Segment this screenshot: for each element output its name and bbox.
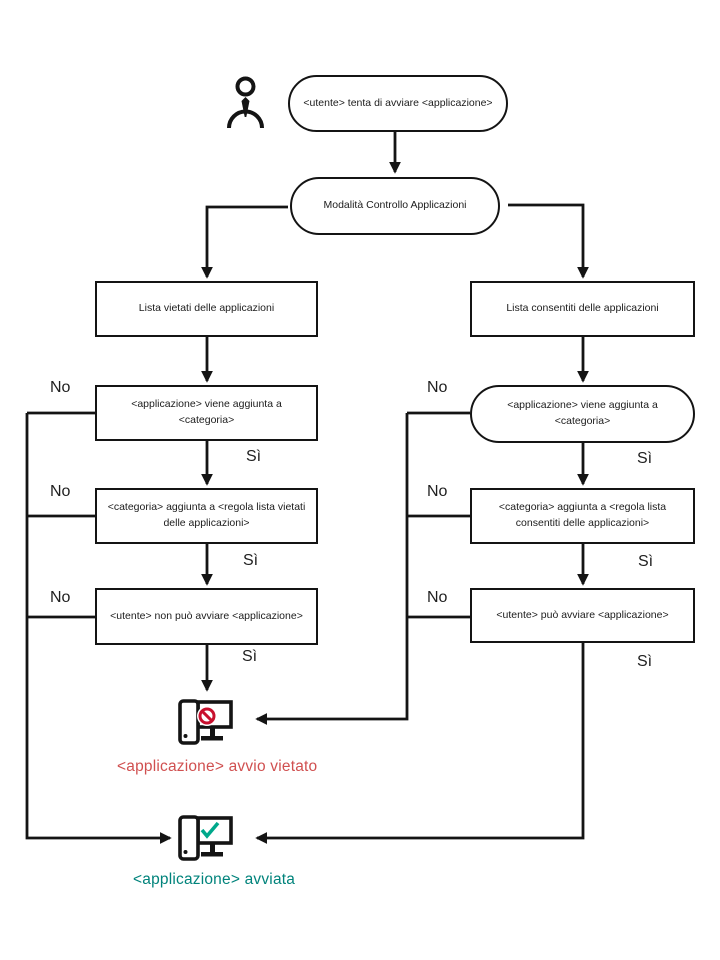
node-allowlist-user-label: <utente> può avviare <applicazione> xyxy=(496,608,669,621)
node-allowlist-category: <applicazione> viene aggiunta a <categor… xyxy=(470,385,695,443)
label-no-right-2: No xyxy=(427,483,448,500)
node-allowlist-rule-label: <categoria> aggiunta a <regola lista con… xyxy=(498,501,667,529)
label-no-right-3: No xyxy=(427,589,448,606)
node-start: <utente> tenta di avviare <applicazione> xyxy=(288,75,508,132)
node-allowlist: Lista consentiti delle applicazioni xyxy=(470,281,695,337)
label-no-left-3: No xyxy=(50,589,71,606)
node-start-label: <utente> tenta di avviare <applicazione> xyxy=(303,96,493,109)
computer-blocked-icon xyxy=(177,697,235,747)
node-allowlist-label: Lista consentiti delle applicazioni xyxy=(506,302,659,315)
node-control-mode: Modalità Controllo Applicazioni xyxy=(290,177,500,235)
arrow-mode-to-allowlist xyxy=(508,203,589,279)
node-denylist-category-label: <applicazione> viene aggiunta a <categor… xyxy=(131,398,282,426)
label-yes-left-2: Sì xyxy=(243,552,259,569)
outcome-blocked-text: <applicazione> avvio vietato xyxy=(117,758,318,775)
node-denylist: Lista vietati delle applicazioni xyxy=(95,281,318,337)
label-yes-right-2: Sì xyxy=(638,553,654,570)
arrow-yes-right-to-allowed xyxy=(255,643,585,844)
outcome-allowed-text: <applicazione> avviata xyxy=(133,871,296,888)
label-no-left-1: No xyxy=(50,379,71,396)
user-icon xyxy=(227,76,264,129)
label-no-left-2: No xyxy=(50,483,71,500)
computer-allowed-icon xyxy=(177,813,235,863)
arrow-no-right-to-blocked xyxy=(255,413,409,725)
label-yes-left-1: Sì xyxy=(246,448,262,465)
node-allowlist-rule: <categoria> aggiunta a <regola lista con… xyxy=(470,488,695,544)
node-allowlist-category-label: <applicazione> viene aggiunta a <categor… xyxy=(507,399,658,427)
node-denylist-user-label: <utente> non può avviare <applicazione> xyxy=(110,609,303,622)
node-denylist-label: Lista vietati delle applicazioni xyxy=(138,302,275,315)
arrow-mode-to-denylist xyxy=(201,205,288,279)
node-denylist-rule-label: <categoria> aggiunta a <regola lista vie… xyxy=(107,501,306,529)
label-yes-right-3: Sì xyxy=(637,653,653,670)
node-denylist-category: <applicazione> viene aggiunta a <categor… xyxy=(95,385,318,441)
label-no-right-1: No xyxy=(427,379,448,396)
label-yes-left-3: Sì xyxy=(242,648,258,665)
label-yes-right-1: Sì xyxy=(637,450,653,467)
node-control-mode-label: Modalità Controllo Applicazioni xyxy=(323,199,467,212)
node-denylist-user: <utente> non può avviare <applicazione> xyxy=(95,588,318,645)
node-allowlist-user: <utente> può avviare <applicazione> xyxy=(470,588,695,643)
node-denylist-rule: <categoria> aggiunta a <regola lista vie… xyxy=(95,488,318,544)
